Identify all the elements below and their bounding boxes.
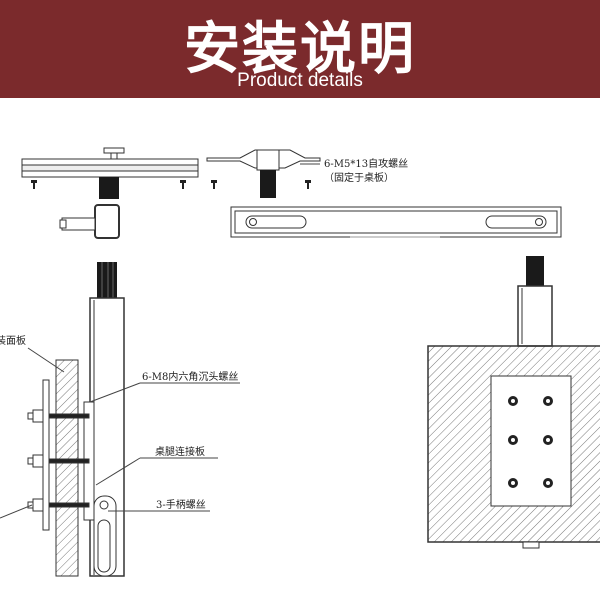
label-screw-side: 6-M8内六角沉头螺丝: [142, 370, 238, 383]
label-leg-plate: 桌腿连接板: [155, 445, 205, 458]
table-plate: [427, 345, 600, 549]
screw-hole-icon: [508, 396, 553, 488]
left-leg: [83, 262, 125, 577]
bolt-icon: [27, 409, 90, 512]
page-subtitle: Product details: [237, 70, 363, 91]
right-leg: [517, 256, 553, 347]
label-screw-top-note: （固定于桌板）: [324, 171, 394, 184]
mounting-panel: [42, 359, 79, 577]
label-panel: 安装面板: [0, 334, 26, 347]
flange-bracket: [206, 149, 321, 198]
side-bar: [230, 206, 562, 238]
label-screw-top: 6-M5*13自攻螺丝: [324, 157, 408, 170]
header-banner: 安装说明 Product details: [0, 0, 600, 98]
leader-lines: [0, 163, 320, 519]
screw-icon: [31, 180, 311, 189]
top-rail-assembly: [21, 147, 199, 178]
page-title: 安装说明: [184, 17, 416, 82]
installation-diagram: 6-M5*13自攻螺丝 （固定于桌板） 安装面板 6-M8内六角沉头螺丝 桌腿连…: [0, 147, 600, 577]
label-handle-screw: 3-手柄螺丝: [156, 498, 206, 511]
shaft-block: [59, 177, 120, 239]
